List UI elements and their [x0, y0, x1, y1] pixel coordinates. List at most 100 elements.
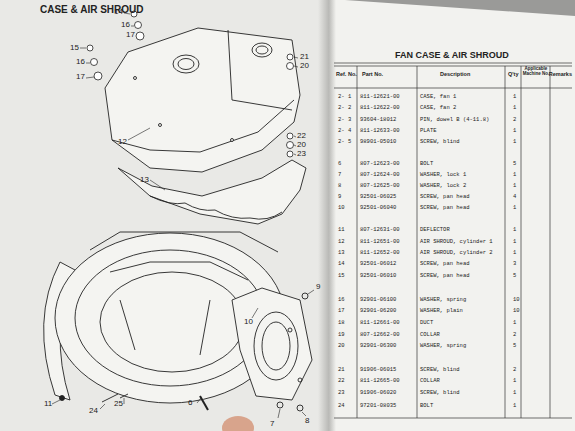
table-cell: 16 — [338, 297, 345, 303]
table-cell: 14 — [338, 261, 345, 267]
table-cell: 811-12652-00 — [360, 250, 400, 256]
table-cell: 92501-06012 — [360, 261, 396, 267]
callout-number: 20 — [297, 141, 306, 150]
table-cell: 2 — [513, 332, 516, 338]
table-cell: DUCT — [420, 320, 433, 326]
table-header: Description — [440, 71, 470, 77]
table-rules — [334, 63, 572, 418]
table-cell: PLATE — [420, 128, 437, 134]
table-cell: 9 — [338, 194, 341, 200]
table-cell: 91906-06020 — [360, 390, 396, 396]
callout-number: 17 — [126, 31, 135, 40]
table-cell: PIN, dowel B (4-11.8) — [420, 117, 489, 123]
callout-number: 16 — [121, 21, 130, 30]
table-cell: CASE, fan 2 — [420, 105, 456, 111]
callout-number: 8 — [305, 417, 309, 426]
table-header: Part No. — [362, 71, 383, 77]
table-cell: AIR SHROUD, cylinder 2 — [420, 250, 493, 256]
table-cell: 6 — [338, 161, 341, 167]
table-cell: DEFLECTOR — [420, 227, 450, 233]
table-cell: 92501-06010 — [360, 273, 396, 279]
callout-number: 13 — [140, 176, 149, 185]
callout-number: 16 — [76, 58, 85, 67]
table-cell: 1 — [513, 139, 516, 145]
table-cell: WASHER, plain — [420, 308, 463, 314]
table-cell: 24 — [338, 403, 345, 409]
fabric-background — [345, 0, 575, 16]
table-cell: 20 — [338, 343, 345, 349]
page-title: FAN CASE & AIR SHROUD — [395, 50, 509, 60]
table-cell: 807-12623-00 — [360, 161, 400, 167]
table-cell: 92501-06040 — [360, 205, 396, 211]
table-cell: 23 — [338, 390, 345, 396]
table-cell: AIR SHROUD, cylinder 1 — [420, 239, 493, 245]
table-cell: 1 — [513, 320, 516, 326]
table-cell: 807-12625-00 — [360, 183, 400, 189]
table-cell: 1 — [513, 403, 516, 409]
table-cell: 2 — [513, 117, 516, 123]
callout-number: 22 — [297, 132, 306, 141]
table-header: Q'ty — [508, 71, 518, 77]
callout-number: 20 — [300, 62, 309, 71]
table-cell: 10 — [338, 205, 345, 211]
air-shroud-assembly — [44, 232, 312, 411]
table-cell: 10 — [513, 308, 520, 314]
table-cell: 2- 1 — [338, 94, 351, 100]
table-cell: SCREW, blind — [420, 139, 460, 145]
callout-number: 24 — [89, 407, 98, 416]
table-cell: WASHER, spring — [420, 343, 466, 349]
table-cell: 2- 5 — [338, 139, 351, 145]
table-cell: 811-12665-00 — [360, 378, 400, 384]
table-cell: 4 — [513, 194, 516, 200]
table-cell: 2- 2 — [338, 105, 351, 111]
callout-number: 12 — [118, 138, 127, 147]
table-cell: COLLAR — [420, 332, 440, 338]
table-cell: SCREW, pan head — [420, 273, 470, 279]
table-cell: 1 — [513, 128, 516, 134]
table-cell: 1 — [513, 239, 516, 245]
table-cell: 92901-06300 — [360, 343, 396, 349]
table-cell: 15 — [338, 273, 345, 279]
table-cell: 22 — [338, 378, 345, 384]
table-cell: COLLAR — [420, 378, 440, 384]
table-cell: 1 — [513, 227, 516, 233]
table-cell: 2- 4 — [338, 128, 351, 134]
table-cell: 811-12633-00 — [360, 128, 400, 134]
callout-number: 6 — [188, 399, 192, 408]
table-header: Applicable Machine No. — [522, 67, 550, 77]
table-cell: 12 — [338, 239, 345, 245]
table-cell: 811-12651-00 — [360, 239, 400, 245]
table-cell: 92901-06100 — [360, 297, 396, 303]
table-cell: SCREW, pan head — [420, 194, 470, 200]
table-cell: 3 — [513, 261, 516, 267]
table-header: Ref. No. — [336, 71, 357, 77]
callout-number: 11 — [44, 400, 52, 409]
table-cell: 18 — [338, 320, 345, 326]
table-cell: BOLT — [420, 403, 433, 409]
page-gutter — [318, 0, 336, 431]
callout-number: 25 — [114, 400, 123, 409]
table-cell: WASHER, lock 2 — [420, 183, 466, 189]
callout-number: 14 — [114, 8, 123, 17]
table-cell: 5 — [513, 273, 516, 279]
table-cell: 807-12662-00 — [360, 332, 400, 338]
table-cell: 811-12622-00 — [360, 105, 400, 111]
table-cell: 91906-06015 — [360, 367, 396, 373]
screws-washers — [87, 11, 294, 157]
table-cell: 1 — [513, 250, 516, 256]
table-cell: SCREW, blind — [420, 367, 460, 373]
table-cell: 5 — [513, 343, 516, 349]
table-cell: 1 — [513, 378, 516, 384]
fan-case — [105, 28, 300, 172]
callout-number: 21 — [300, 53, 309, 62]
table-cell: WASHER, spring — [420, 297, 466, 303]
table-cell: 97201-08035 — [360, 403, 396, 409]
table-cell: 811-12661-00 — [360, 320, 400, 326]
callout-number: 15 — [70, 44, 79, 53]
table-cell: 98901-05010 — [360, 139, 396, 145]
table-cell: SCREW, blind — [420, 390, 460, 396]
table-cell: WASHER, lock 1 — [420, 172, 466, 178]
table-cell: 21 — [338, 367, 345, 373]
